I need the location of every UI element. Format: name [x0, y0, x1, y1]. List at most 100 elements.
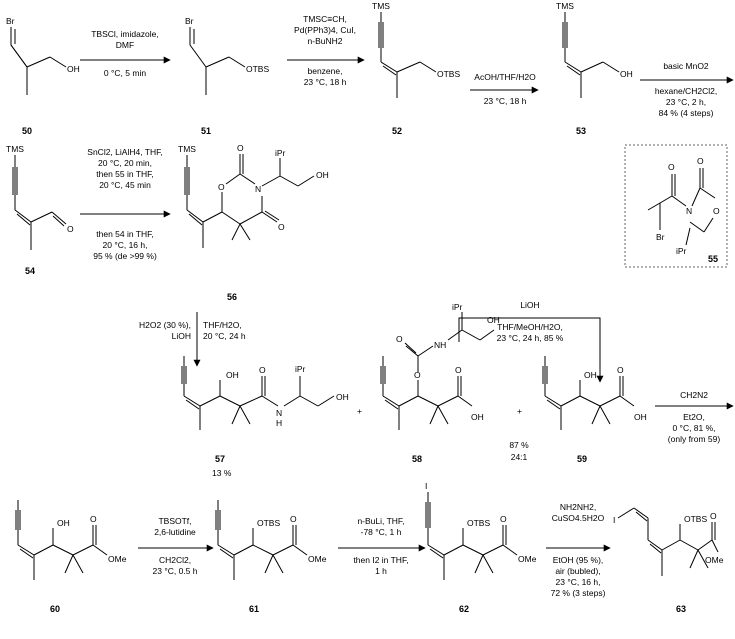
compound-label-50: 50	[22, 126, 32, 136]
svg-text:SnCl2, LiAlH4, THF,: SnCl2, LiAlH4, THF,	[87, 147, 162, 157]
svg-text:DMF: DMF	[116, 40, 134, 50]
atom-n: N	[276, 408, 282, 418]
atom-o: O	[617, 365, 624, 375]
atom-o: O	[67, 224, 74, 234]
plus-sign-2: +	[517, 406, 522, 416]
svg-text:then I2 in THF,: then I2 in THF,	[353, 555, 408, 565]
atom-ome: OMe	[108, 554, 127, 564]
svg-text:CH2Cl2,: CH2Cl2,	[159, 555, 191, 565]
svg-text:23 °C, 2 h,: 23 °C, 2 h,	[666, 97, 706, 107]
svg-text:(only from 59): (only from 59)	[668, 434, 721, 444]
atom-h: H	[276, 418, 282, 428]
atom-nh: NH	[434, 340, 446, 350]
svg-text:95 % (de >99 %): 95 % (de >99 %)	[93, 251, 157, 261]
svg-text:H2O2 (30 %),: H2O2 (30 %),	[139, 320, 191, 330]
compound-label-55: 55	[708, 254, 718, 264]
svg-text:basic MnO2: basic MnO2	[663, 61, 709, 71]
svg-text:84 % (4 steps): 84 % (4 steps)	[659, 108, 714, 118]
compound-55: Br O N O O iPr 55	[647, 156, 720, 264]
atom-oh: OH	[226, 370, 239, 380]
atom-oh-acid: OH	[634, 412, 647, 422]
svg-text:23 °C, 16 h,: 23 °C, 16 h,	[556, 577, 601, 587]
svg-text:87 %: 87 %	[509, 440, 529, 450]
atom-oh: OH	[487, 315, 500, 325]
compound-label-52: 52	[392, 126, 402, 136]
conditions-step-9: TBSOTf, 2,6-lutidine CH2Cl2, 23 °C, 0.5 …	[153, 516, 198, 576]
compound-label-54: 54	[25, 266, 35, 276]
atom-ome: OMe	[518, 554, 537, 564]
svg-text:EtOH (95 %),: EtOH (95 %),	[553, 555, 604, 565]
conditions-step-8: CH2N2 Et2O, 0 °C, 81 %, (only from 59)	[668, 390, 721, 444]
atom-otbs: OTBS	[257, 518, 280, 528]
atom-br: Br	[6, 16, 15, 26]
svg-text:Pd(PPh3)4, CuI,: Pd(PPh3)4, CuI,	[294, 25, 356, 35]
atom-tms: TMS	[556, 1, 574, 11]
atom-o-carbonyl: O	[237, 143, 244, 153]
atom-o-carbamate: O	[396, 334, 403, 344]
compound-52: TMS OTBS 52	[372, 1, 460, 136]
svg-text:CuSO4.5H2O: CuSO4.5H2O	[552, 513, 605, 523]
compound-59: OH O OH 59	[542, 356, 647, 464]
atom-tms: TMS	[178, 144, 196, 154]
compound-56: TMS O O N O iPr OH 56	[178, 143, 329, 302]
atom-ipr: iPr	[676, 246, 687, 256]
atom-oh: OH	[620, 69, 633, 79]
svg-text:LiOH: LiOH	[520, 300, 539, 310]
compound-label-63: 63	[676, 604, 686, 614]
svg-text:AcOH/THF/H2O: AcOH/THF/H2O	[474, 72, 536, 82]
svg-text:n-BuLi, THF,: n-BuLi, THF,	[357, 516, 404, 526]
atom-otbs: OTBS	[684, 514, 707, 524]
compound-label-62: 62	[459, 604, 469, 614]
compound-63: I OTBS O OMe 63	[613, 507, 724, 614]
yield-58: 87 % 24:1	[509, 440, 529, 462]
atom-o-ring: O	[218, 182, 225, 192]
svg-text:then 54 in THF,: then 54 in THF,	[96, 229, 154, 239]
atom-oh-acid: OH	[471, 412, 484, 422]
compound-58: O O NH iPr OH O OH 58	[380, 302, 500, 464]
atom-br: Br	[656, 232, 665, 242]
compound-60: OH O OMe 60	[15, 500, 127, 614]
svg-text:TMSC≡CH,: TMSC≡CH,	[303, 14, 347, 24]
svg-text:20 °C, 20 min,: 20 °C, 20 min,	[98, 158, 152, 168]
svg-text:24:1: 24:1	[511, 452, 528, 462]
atom-n: N	[255, 184, 261, 194]
atom-oh: OH	[57, 518, 70, 528]
atom-i: I	[425, 481, 427, 491]
atom-oh: OH	[584, 370, 597, 380]
svg-text:23 °C, 18 h: 23 °C, 18 h	[304, 77, 347, 87]
plus-sign-1: +	[357, 406, 362, 416]
atom-ome: OMe	[705, 555, 724, 565]
conditions-step-5: SnCl2, LiAlH4, THF, 20 °C, 20 min, then …	[87, 147, 162, 261]
atom-o: O	[259, 365, 266, 375]
atom-oh: OH	[316, 170, 329, 180]
compound-label-56: 56	[227, 292, 237, 302]
svg-text:THF/MeOH/H2O,: THF/MeOH/H2O,	[497, 322, 563, 332]
svg-text:20 °C, 24 h: 20 °C, 24 h	[203, 331, 246, 341]
atom-o-acid: O	[455, 365, 462, 375]
atom-tms: TMS	[372, 1, 390, 11]
svg-text:0 °C, 5 min: 0 °C, 5 min	[104, 68, 146, 78]
svg-text:air (bubled),: air (bubled),	[555, 566, 600, 576]
svg-text:TBSCl, imidazole,: TBSCl, imidazole,	[91, 29, 159, 39]
svg-text:LiOH: LiOH	[172, 331, 191, 341]
svg-text:2,6-lutidine: 2,6-lutidine	[154, 527, 196, 537]
compound-label-51: 51	[201, 126, 211, 136]
conditions-step-11: NH2NH2, CuSO4.5H2O EtOH (95 %), air (bub…	[551, 502, 606, 598]
atom-otbs: OTBS	[437, 69, 460, 79]
compound-label-60: 60	[50, 604, 60, 614]
svg-text:20 °C, 16 h,: 20 °C, 16 h,	[103, 240, 148, 250]
atom-o: O	[710, 511, 717, 521]
compound-53: TMS OH 53	[556, 1, 633, 136]
svg-text:23 °C, 0.5 h: 23 °C, 0.5 h	[153, 566, 198, 576]
atom-ipr: iPr	[452, 302, 463, 312]
svg-text:hexane/CH2Cl2,: hexane/CH2Cl2,	[655, 86, 717, 96]
atom-tms: TMS	[6, 144, 24, 154]
compound-61: OTBS O OMe 61	[215, 500, 327, 614]
compound-50: Br OH 50	[6, 16, 80, 136]
compound-57: OH O N H iPr OH 57 13 %	[181, 356, 349, 478]
atom-n: N	[686, 206, 692, 216]
atom-o-ring: O	[713, 206, 720, 216]
conditions-step-7: LiOH THF/MeOH/H2O, 23 °C, 24 h, 85 %	[497, 300, 564, 343]
conditions-step-6: H2O2 (30 %), LiOH THF/H2O, 20 °C, 24 h	[139, 320, 246, 341]
